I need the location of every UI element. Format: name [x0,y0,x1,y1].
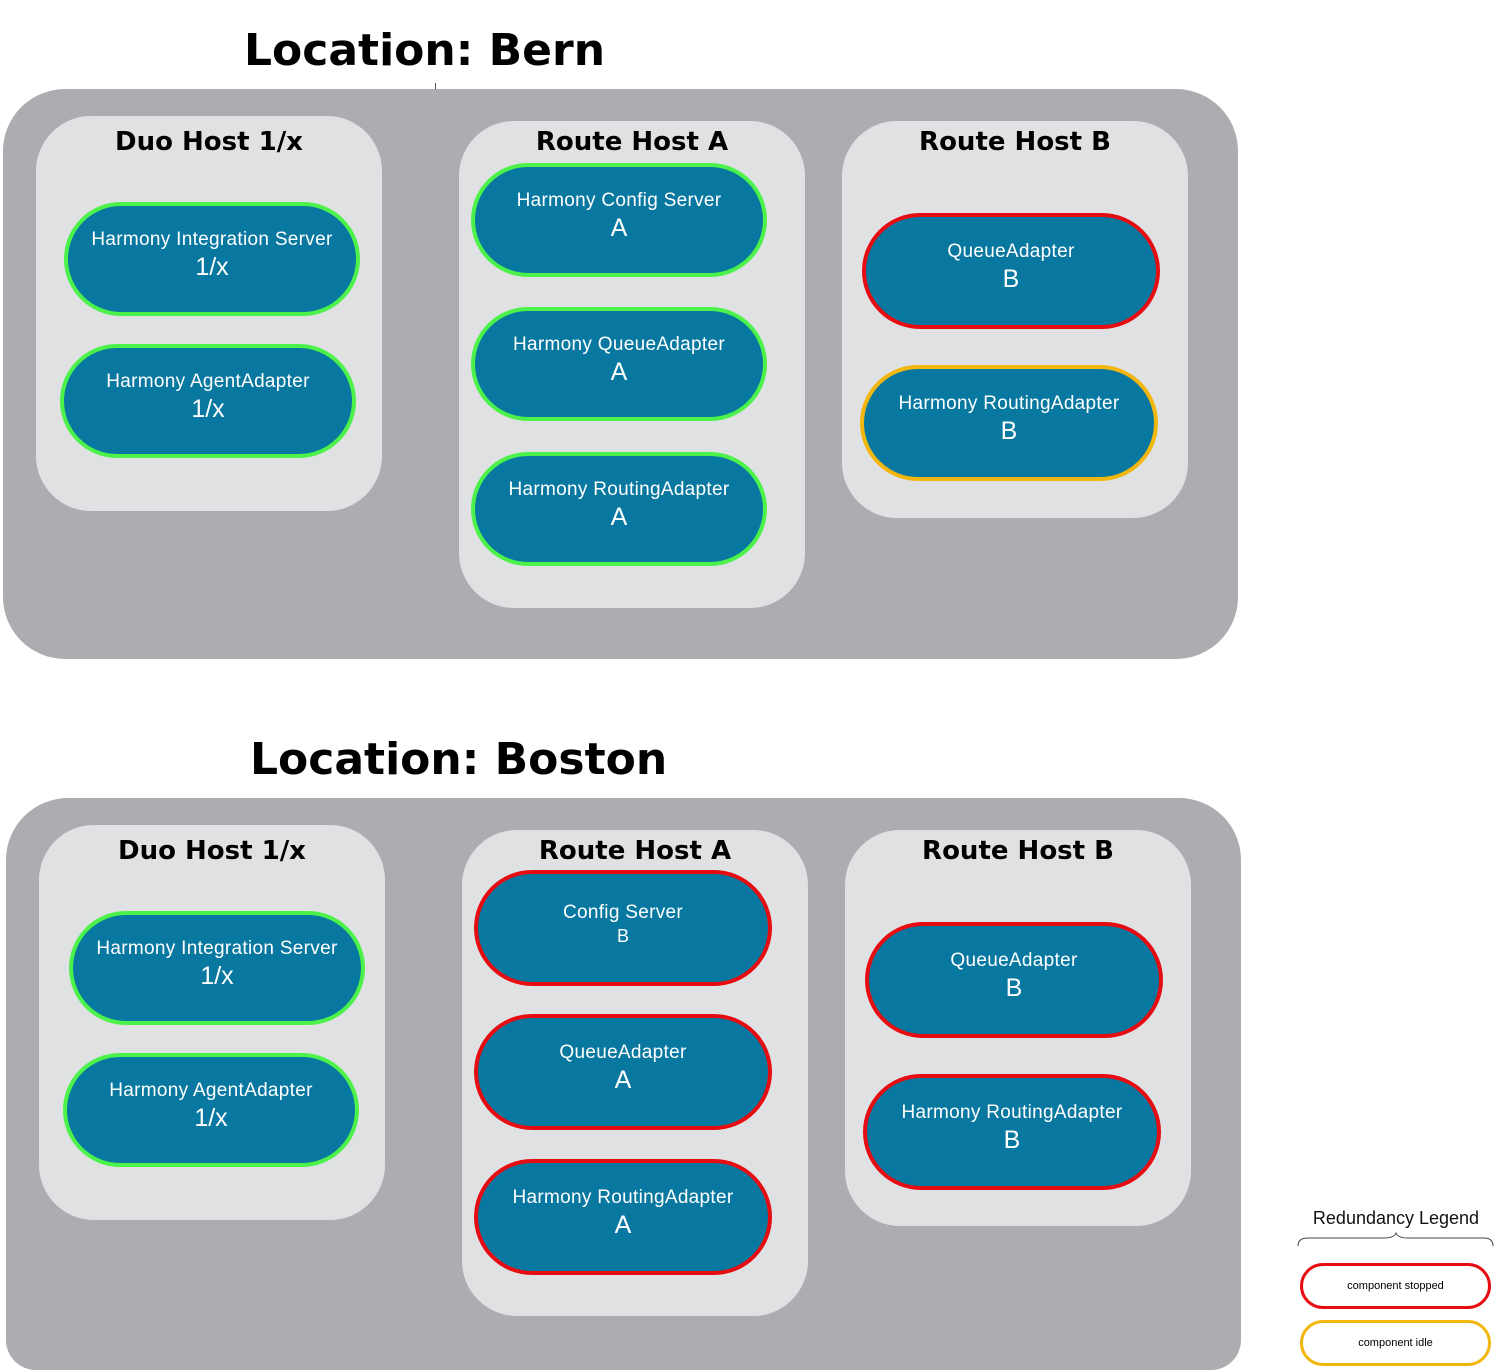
location-box-bern: Duo Host 1/x Harmony Integration Server … [3,89,1238,659]
component-config-server[interactable]: Config Server B [474,870,772,986]
component-id: A [614,1066,632,1094]
component-name: Harmony Integration Server [96,938,338,959]
component-queue-adapter[interactable]: QueueAdapter A [474,1014,772,1130]
component-config-server[interactable]: Harmony Config Server A [471,163,767,277]
component-id: A [610,358,628,386]
component-name: Harmony RoutingAdapter [898,393,1120,414]
component-name: Harmony RoutingAdapter [508,479,730,500]
component-name: Harmony AgentAdapter [109,1080,313,1101]
host-title: Route Host B [919,127,1111,157]
component-id: B [616,926,629,946]
host-title: Duo Host 1/x [118,836,306,866]
host-title: Duo Host 1/x [115,127,303,157]
component-queue-adapter[interactable]: QueueAdapter B [862,213,1160,329]
component-id: 1/x [195,253,229,281]
component-integration-server[interactable]: Harmony Integration Server 1/x [69,911,365,1025]
host-title: Route Host A [538,836,732,866]
legend-label: component idle [1358,1337,1433,1349]
component-name: QueueAdapter [559,1042,687,1063]
component-routing-adapter[interactable]: Harmony RoutingAdapter B [863,1074,1161,1190]
component-name: Harmony RoutingAdapter [901,1102,1123,1123]
host-route-a-boston: Route Host A Config Server B QueueAdapte… [462,830,808,1316]
component-id: A [614,1211,632,1239]
host-duo-boston: Duo Host 1/x Harmony Integration Server … [39,825,385,1220]
component-name: Harmony Config Server [516,190,722,211]
component-name: QueueAdapter [950,950,1078,971]
component-id: A [610,214,628,242]
legend-item-idle: component idle [1300,1320,1491,1366]
component-routing-adapter[interactable]: Harmony RoutingAdapter A [471,452,767,566]
location-box-boston: Duo Host 1/x Harmony Integration Server … [6,798,1241,1370]
component-id: A [610,503,628,531]
component-name: Harmony AgentAdapter [106,371,310,392]
legend-title: Redundancy Legend [1312,1208,1480,1228]
component-name: Harmony Integration Server [91,229,333,250]
component-name: Harmony RoutingAdapter [512,1187,734,1208]
connector-tick [435,83,436,91]
component-routing-adapter[interactable]: Harmony RoutingAdapter A [474,1159,772,1275]
component-id: B [1003,1126,1021,1154]
legend-item-stopped: component stopped [1300,1263,1491,1309]
host-title: Route Host A [535,127,729,157]
component-routing-adapter[interactable]: Harmony RoutingAdapter B [860,365,1158,481]
host-route-b-bern: Route Host B QueueAdapter B Harmony Rout… [842,121,1188,518]
component-id: 1/x [200,962,234,990]
legend-brace-icon [1297,1232,1494,1247]
component-agent-adapter[interactable]: Harmony AgentAdapter 1/x [63,1053,359,1167]
component-id: B [1002,265,1020,293]
host-title: Route Host B [922,836,1114,866]
component-id: 1/x [191,395,225,423]
location-title-bern: Location: Bern [244,25,606,76]
host-route-b-boston: Route Host B QueueAdapter B Harmony Rout… [845,830,1191,1226]
component-id: B [1000,417,1018,445]
component-agent-adapter[interactable]: Harmony AgentAdapter 1/x [60,344,356,458]
component-name: Config Server [562,902,684,923]
legend-label: component stopped [1347,1280,1444,1292]
component-queue-adapter[interactable]: Harmony QueueAdapter A [471,307,767,421]
component-integration-server[interactable]: Harmony Integration Server 1/x [64,202,360,316]
host-route-a-bern: Route Host A Harmony Config Server A Har… [459,121,805,608]
component-queue-adapter[interactable]: QueueAdapter B [865,922,1163,1038]
component-id: B [1005,974,1023,1002]
component-name: QueueAdapter [947,241,1075,262]
host-duo-bern: Duo Host 1/x Harmony Integration Server … [36,116,382,511]
location-title-boston: Location: Boston [250,734,668,785]
component-name: Harmony QueueAdapter [513,334,725,355]
component-id: 1/x [194,1104,228,1132]
